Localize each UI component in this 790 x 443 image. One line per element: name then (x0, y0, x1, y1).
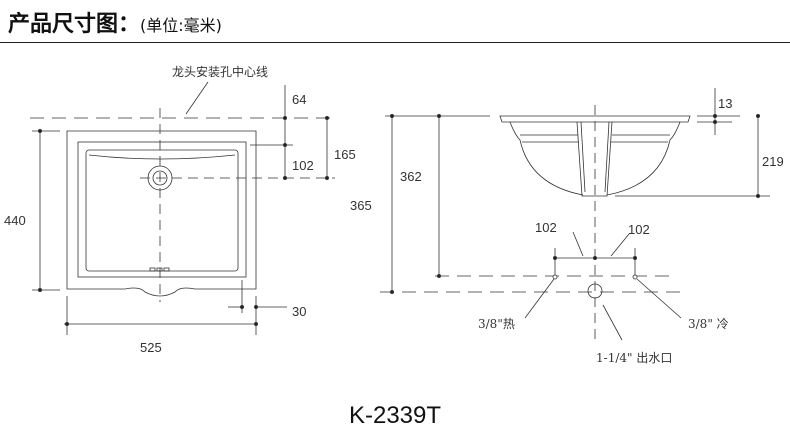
leader-line (185, 81, 209, 115)
dim-365: 365 (350, 198, 372, 213)
header-divider (0, 42, 790, 43)
bowl-ledge (520, 134, 670, 143)
dim-30: 30 (292, 304, 306, 319)
dim-102-left: 102 (535, 220, 557, 235)
drain-inner (152, 170, 168, 186)
unit-label: (单位:毫米) (140, 16, 222, 35)
page-title: 产品尺寸图： (8, 12, 141, 37)
dim-64: 64 (292, 92, 306, 107)
cold-supply-point (632, 274, 638, 280)
page-header: 产品尺寸图：(单位:毫米) (8, 6, 222, 38)
dim-525: 525 (140, 340, 162, 355)
cold-supply-label: 3/8" 冷 (688, 317, 729, 331)
dim-102: 102 (292, 158, 314, 173)
sink-rim (499, 115, 691, 123)
bowl-profile (509, 121, 681, 196)
dim-165: 165 (334, 147, 356, 162)
dim-102-right: 102 (628, 222, 650, 237)
bowl-inner (85, 149, 239, 272)
dim-440: 440 (4, 213, 26, 228)
hot-supply-label: 3/8"热 (478, 317, 515, 331)
hot-supply-point (552, 274, 558, 280)
dim-362: 362 (400, 169, 422, 184)
drain-outlet-icon (587, 283, 603, 299)
side-view: 365 362 13 219 102 102 3/8"热 3/8" 冷 1-1/… (350, 88, 784, 365)
dim-13: 13 (718, 96, 732, 111)
top-view: 龙头安装孔中心线 440 64 102 165 30 525 (4, 64, 356, 355)
dim-219: 219 (762, 154, 784, 169)
drain-label: 1-1/4" 出水口 (596, 351, 672, 365)
bowl-edge (88, 154, 236, 160)
drain-pipe (576, 121, 613, 197)
overflow-slots (149, 267, 170, 272)
counter-outline (66, 130, 257, 297)
model-number: K-2339T (348, 402, 442, 429)
faucet-centerline-label: 龙头安装孔中心线 (172, 64, 268, 79)
bowl-rim (77, 141, 247, 278)
